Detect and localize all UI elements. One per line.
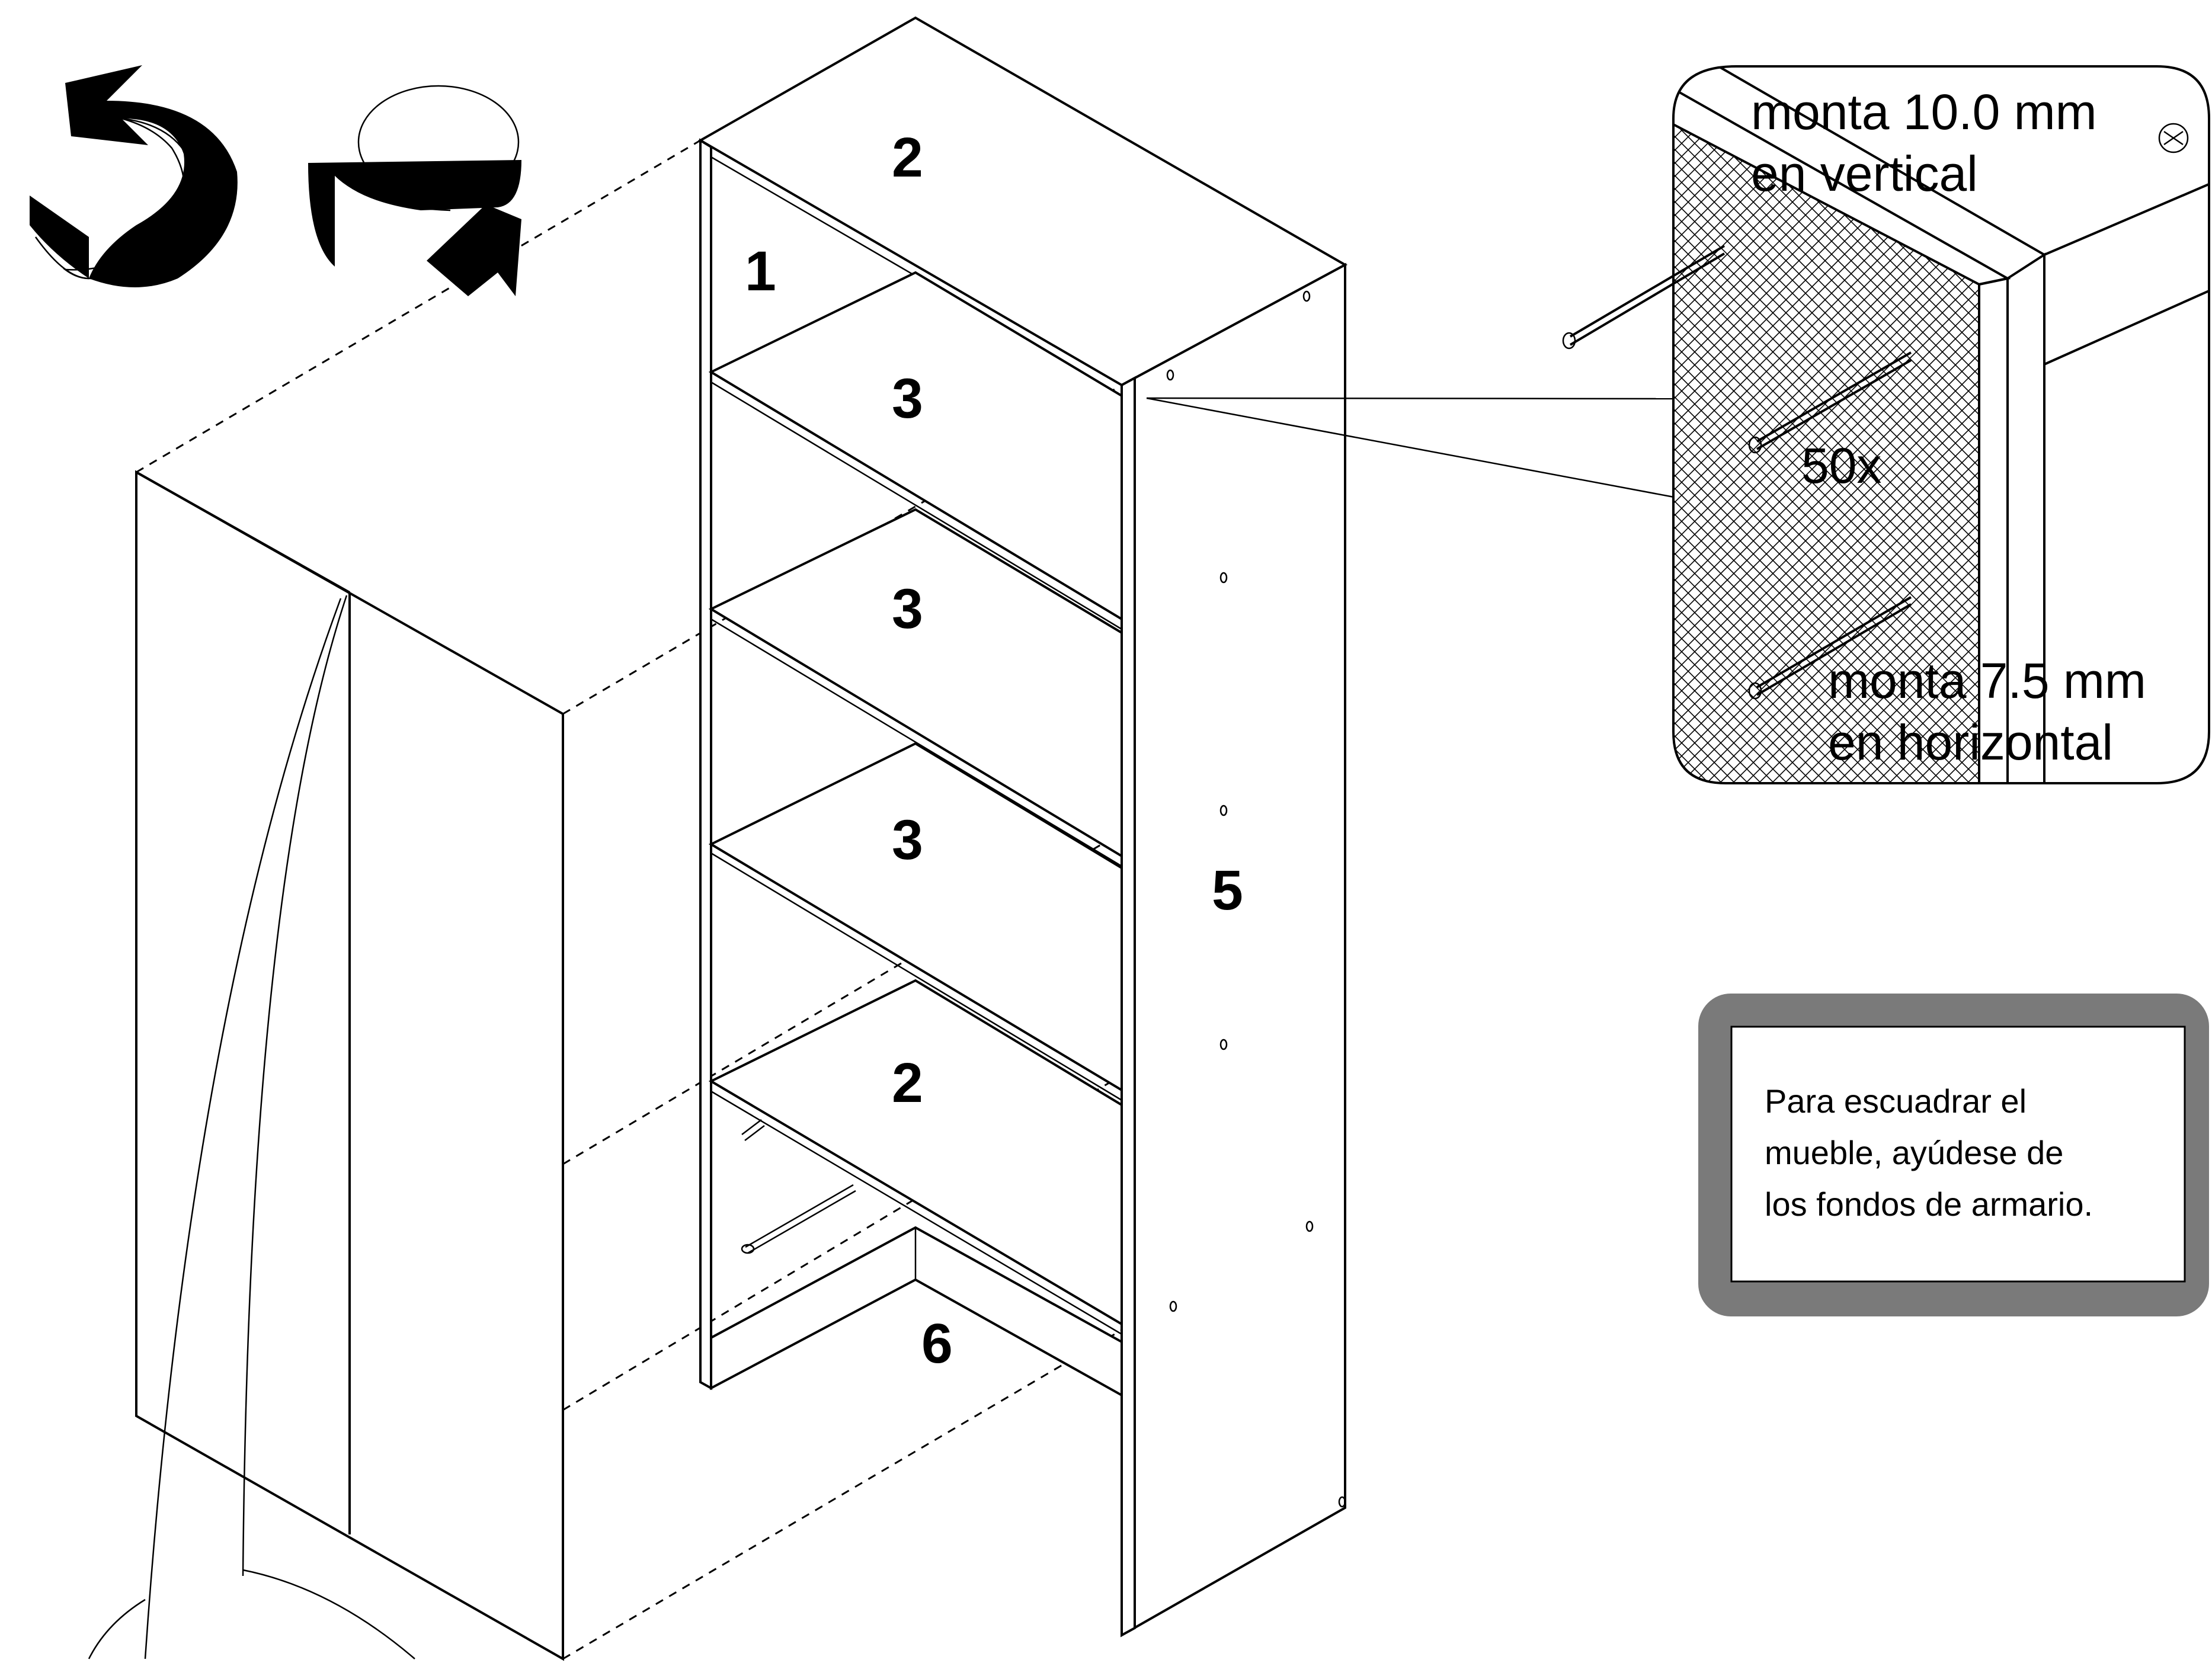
part-label-top: 2: [892, 126, 923, 189]
wardrobe-outline: [88, 470, 564, 1661]
dowel-pins: [741, 1119, 856, 1254]
nail-head-icon: [2158, 123, 2189, 153]
part-label-side: 5: [1212, 859, 1243, 922]
nail-horizontal-length: monta 7.5 mm: [1828, 653, 2146, 709]
tip-line-2: mueble, ayúdese de: [1765, 1134, 2063, 1171]
part-label-bottom: 2: [892, 1052, 923, 1114]
tip-box: Para escuadrar el mueble, ayúdese de los…: [1698, 994, 2209, 1316]
tip-line-1: Para escuadrar el: [1765, 1082, 2027, 1120]
nail-vertical-orientation: en vertical: [1751, 146, 1978, 201]
nail-quantity: 50x: [1801, 438, 1881, 494]
rotate-counterclockwise-icon: [30, 65, 238, 287]
side-panel-holes: [1166, 290, 1346, 1508]
tip-line-3: los fondos de armario.: [1765, 1185, 2093, 1223]
nail-horizontal-2: [1748, 596, 1912, 700]
back-panel-edge: [699, 138, 712, 1390]
part-label-shelf-3: 3: [892, 809, 923, 871]
part-label-plinth: 6: [921, 1312, 953, 1375]
nail-vertical: [1562, 245, 1726, 350]
side-panel: [1121, 262, 1346, 1638]
rotate-clockwise-icon: [308, 85, 521, 296]
part-label-shelf-1: 3: [892, 367, 923, 430]
nail-detail-callout: monta 10.0 mm en vertical 50x monta 7.5 …: [1562, 65, 2210, 784]
nail-horizontal-orientation: en horizontal: [1828, 714, 2113, 770]
part-labels: 2 1 3 3 3 2 5 6: [745, 126, 1243, 1375]
nail-horizontal-1: [1748, 351, 1912, 454]
bookcase-carcass: [697, 16, 1678, 1638]
nail-vertical-length: monta 10.0 mm: [1751, 84, 2097, 140]
part-label-shelf-2: 3: [892, 578, 923, 640]
part-label-back: 1: [745, 240, 776, 303]
